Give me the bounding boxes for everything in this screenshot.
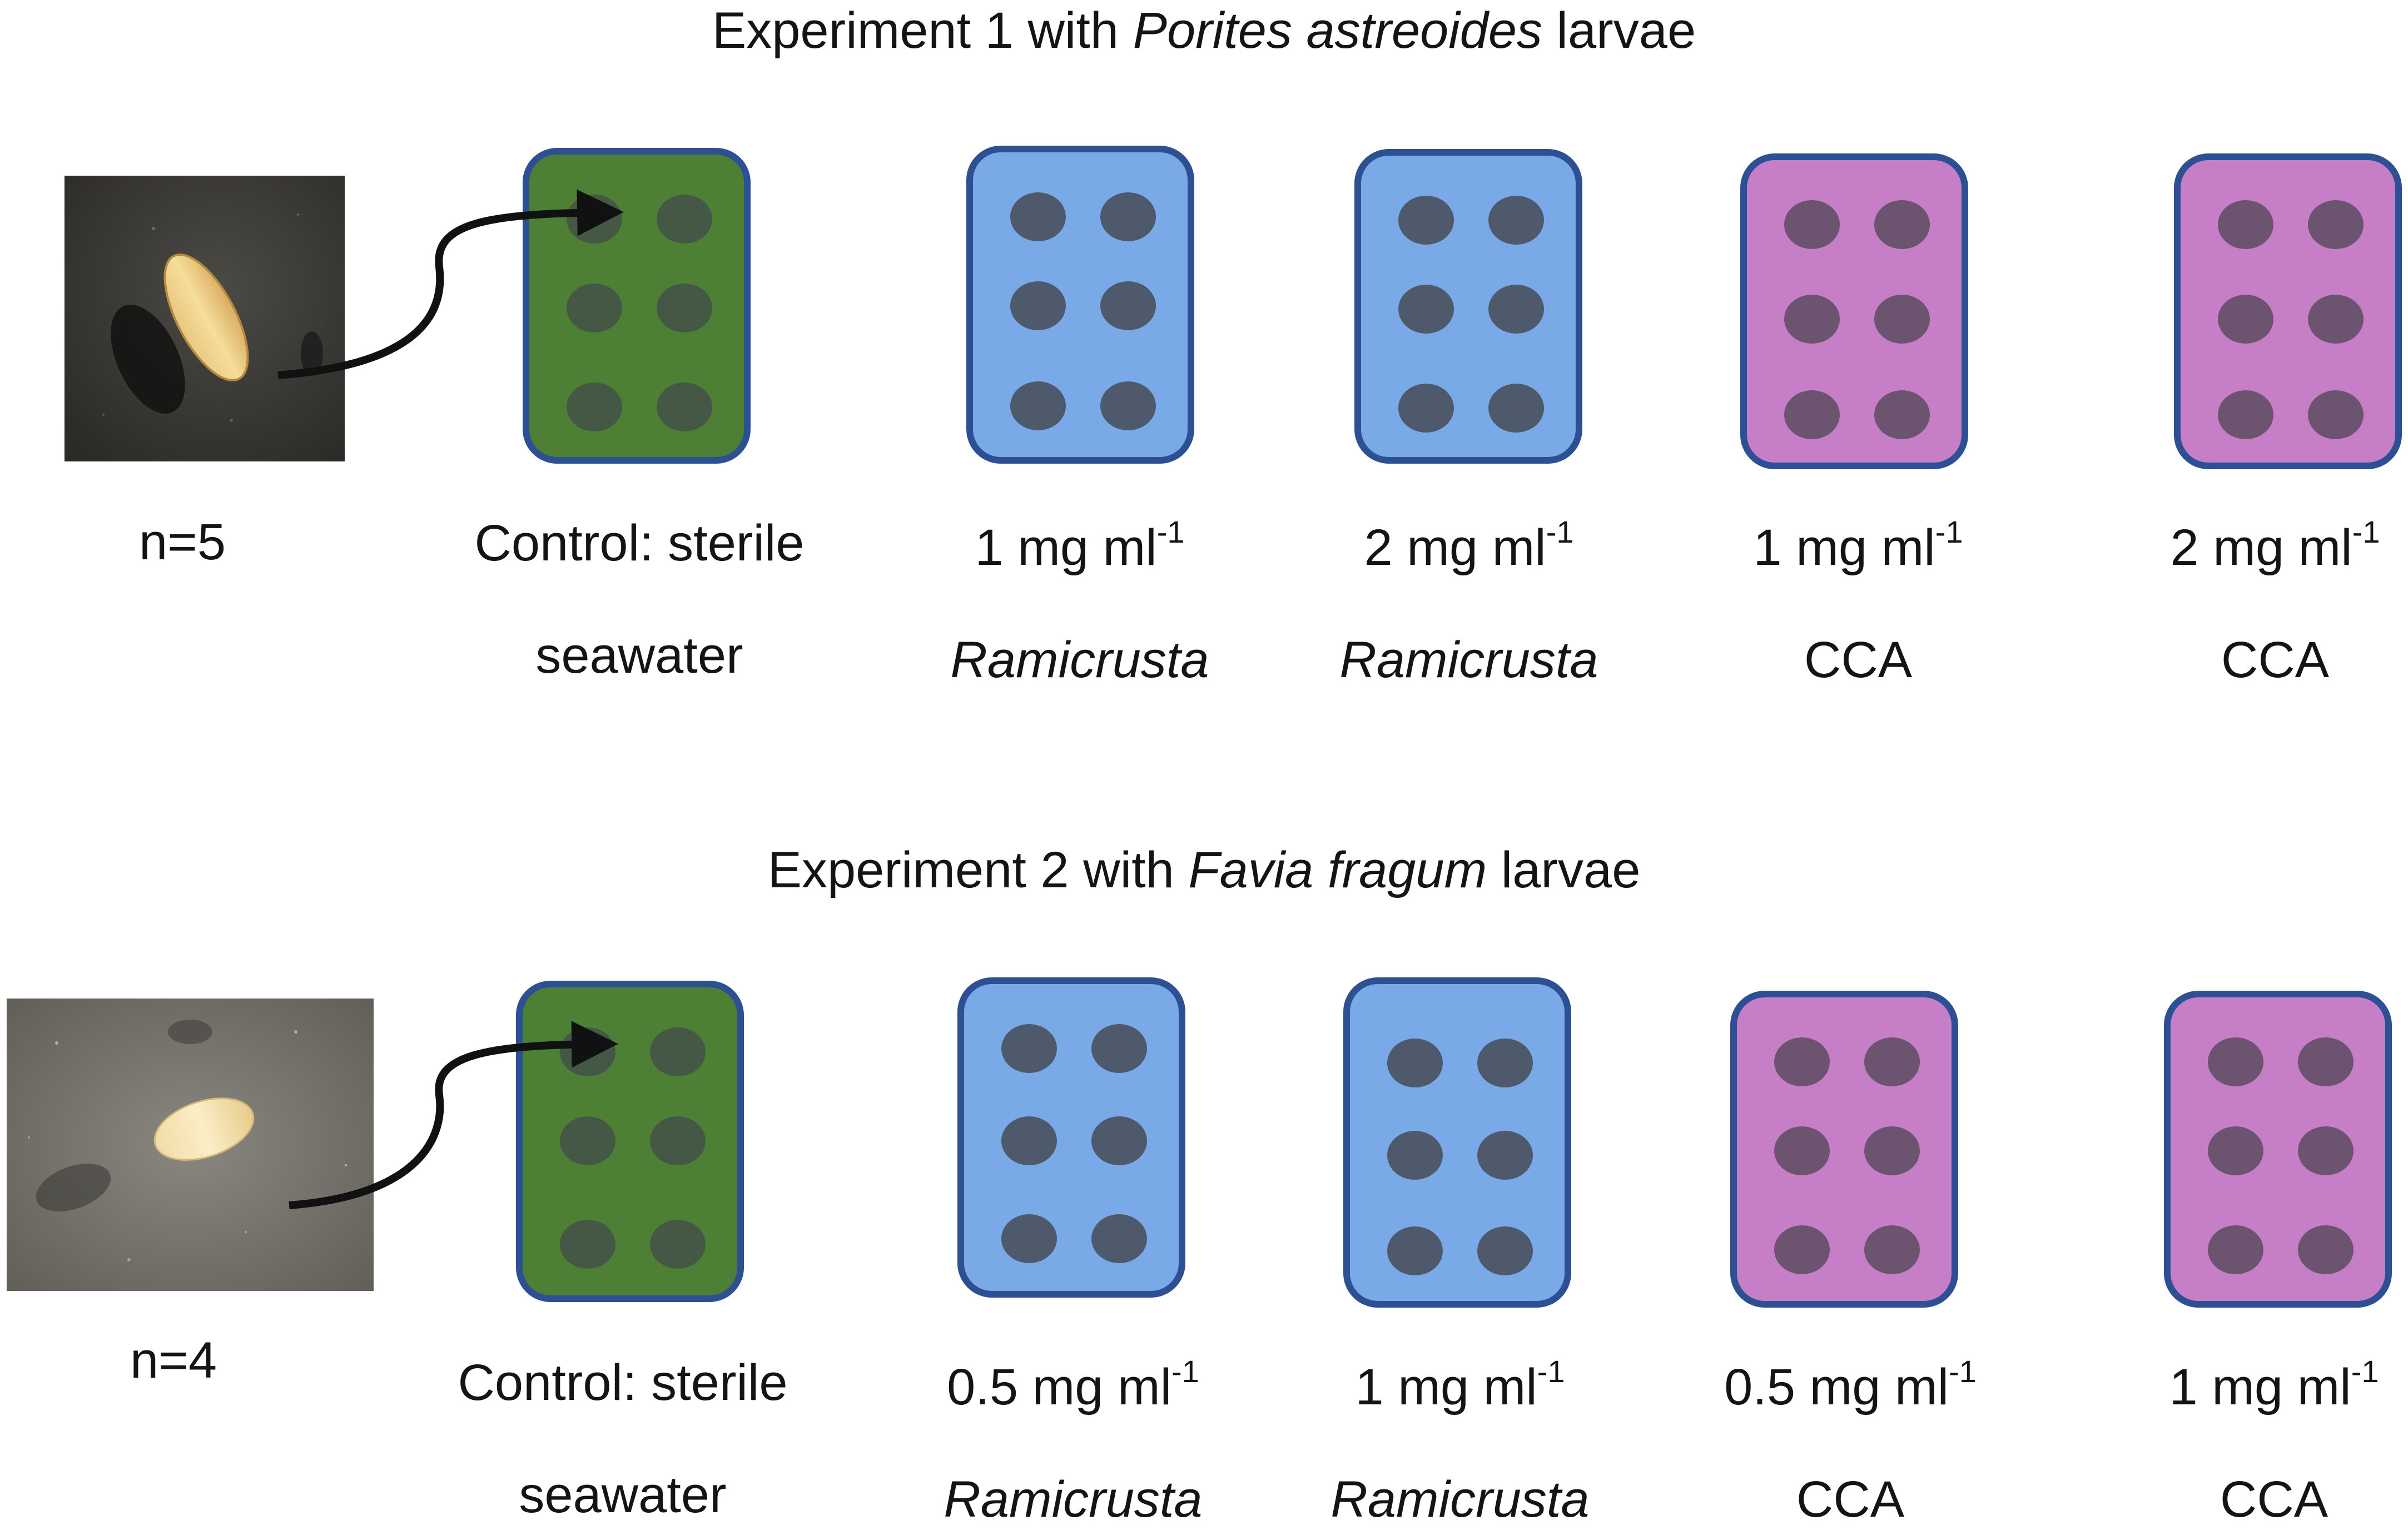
- well: [2208, 1126, 2263, 1175]
- treatment-label-ramicrusta: 2 mg ml-1 Ramicrusta: [1339, 514, 1598, 689]
- well-plate-cca: [2174, 153, 2402, 469]
- well: [1010, 192, 1066, 241]
- well: [1010, 381, 1066, 430]
- treatment-label-cca: 1 mg ml-1 CCA: [1753, 514, 1963, 689]
- well: [1387, 1226, 1443, 1275]
- well: [1488, 285, 1544, 334]
- well-plate-cca: [2164, 991, 2392, 1308]
- well: [1488, 384, 1544, 433]
- sample-size-label: n=4: [130, 1332, 217, 1389]
- larva-photo-1: [64, 176, 345, 461]
- well: [1387, 1039, 1443, 1087]
- well: [2298, 1126, 2354, 1175]
- well: [1784, 200, 1840, 249]
- well: [1001, 1214, 1057, 1263]
- well: [1387, 1131, 1443, 1180]
- well: [1774, 1126, 1830, 1175]
- well: [1091, 1116, 1147, 1165]
- well: [1010, 281, 1066, 330]
- treatment-label-cca: 1 mg ml-1 CCA: [2169, 1354, 2379, 1528]
- well: [560, 1220, 615, 1269]
- well: [2218, 295, 2273, 344]
- well: [1398, 384, 1454, 433]
- treatment-label-ramicrusta: 1 mg ml-1 Ramicrusta: [950, 514, 1209, 689]
- treatment-label-cca: 2 mg ml-1 CCA: [2170, 514, 2380, 689]
- well-plate-ramicrusta: [1354, 149, 1582, 464]
- well-plate-cca: [1740, 153, 1968, 469]
- well: [2218, 200, 2273, 249]
- well: [2298, 1225, 2354, 1274]
- experiment-1-title: Experiment 1 with Porites astreoides lar…: [712, 2, 1696, 59]
- well: [1100, 381, 1156, 430]
- well-plate-cca: [1730, 991, 1958, 1308]
- species-name: Favia fragum: [1188, 842, 1487, 898]
- well: [567, 284, 622, 332]
- well: [567, 383, 622, 431]
- well: [657, 195, 712, 244]
- well: [657, 383, 712, 431]
- treatment-label-control: Control: sterile seawater: [474, 515, 805, 684]
- well: [1091, 1024, 1147, 1073]
- well: [1864, 1126, 1920, 1175]
- well: [1784, 390, 1840, 439]
- well: [1001, 1116, 1057, 1165]
- species-name: Porites astreoides: [1133, 2, 1542, 59]
- well: [650, 1220, 706, 1269]
- well: [1091, 1214, 1147, 1263]
- well: [560, 1116, 615, 1165]
- well: [2298, 1037, 2354, 1086]
- well: [1477, 1039, 1533, 1087]
- well: [1774, 1037, 1830, 1086]
- well: [1874, 295, 1930, 344]
- well: [1864, 1037, 1920, 1086]
- well: [1477, 1226, 1533, 1275]
- well: [1100, 281, 1156, 330]
- well: [1774, 1225, 1830, 1274]
- well: [1100, 192, 1156, 241]
- well-plate-ramicrusta: [1343, 977, 1571, 1308]
- treatment-label-ramicrusta: 1 mg ml-1 Ramicrusta: [1330, 1354, 1590, 1528]
- well-plate-control: [516, 981, 744, 1302]
- well: [1874, 390, 1930, 439]
- sample-size-label: n=5: [139, 514, 226, 570]
- well: [2308, 390, 2364, 439]
- well: [1477, 1131, 1533, 1180]
- well: [1864, 1225, 1920, 1274]
- well-plate-ramicrusta: [966, 146, 1194, 464]
- well: [567, 195, 622, 244]
- larva-photo-2: [7, 999, 374, 1291]
- well: [657, 284, 712, 332]
- well: [2308, 295, 2364, 344]
- well: [2308, 200, 2364, 249]
- well: [2208, 1037, 2263, 1086]
- well: [2208, 1225, 2263, 1274]
- experiment-2-title: Experiment 2 with Favia fragum larvae: [767, 842, 1641, 898]
- treatment-label-ramicrusta: 0.5 mg ml-1 Ramicrusta: [944, 1354, 1203, 1528]
- well-plate-control: [523, 148, 751, 464]
- well: [1398, 196, 1454, 245]
- well: [1874, 200, 1930, 249]
- well: [650, 1027, 706, 1076]
- well: [650, 1116, 706, 1165]
- well: [1784, 295, 1840, 344]
- well-plate-ramicrusta: [957, 977, 1185, 1298]
- well: [1488, 196, 1544, 245]
- well: [1001, 1024, 1057, 1073]
- well: [560, 1027, 615, 1076]
- well: [2218, 390, 2273, 439]
- treatment-label-cca: 0.5 mg ml-1 CCA: [1724, 1354, 1977, 1528]
- well: [1398, 285, 1454, 334]
- treatment-label-control: Control: sterile seawater: [458, 1354, 788, 1523]
